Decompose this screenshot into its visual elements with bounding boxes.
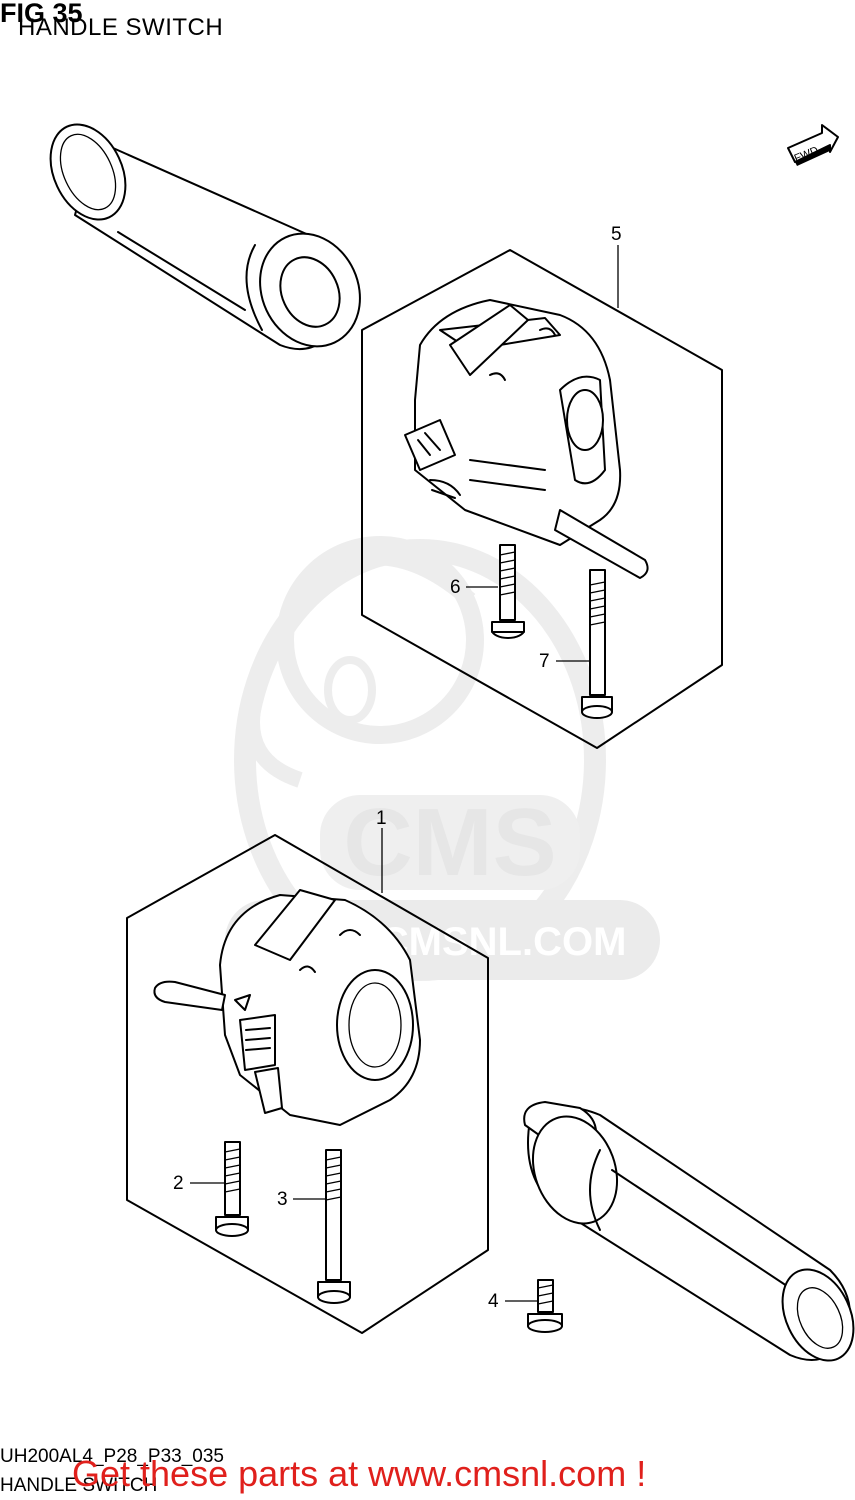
callout-5: 5 (611, 224, 622, 245)
leader-lines (190, 245, 619, 1302)
fwd-arrow-icon: FWD (787, 124, 839, 166)
callout-2: 2 (173, 1173, 184, 1194)
parts-link-banner[interactable]: Get these parts at www.cmsnl.com ! (72, 1453, 647, 1494)
right-grip (523, 1101, 855, 1362)
callout-6: 6 (450, 577, 461, 598)
left-switch-kit (126, 834, 489, 1334)
model-code: UH200AL4_P28_P33_035 (0, 1446, 224, 1467)
diagram-title: HANDLE SWITCH (18, 14, 224, 41)
footer-diagram-name: HANDLE SWITCH (0, 1475, 158, 1496)
fig-label: FIG 35 (0, 0, 83, 28)
callout-7: 7 (539, 651, 550, 672)
right-switch-kit (361, 249, 723, 749)
watermark-brand: CMS (343, 789, 556, 896)
left-grip (49, 123, 361, 350)
screw-4 (527, 1279, 563, 1333)
callout-3: 3 (277, 1189, 288, 1210)
callouts: 5 6 7 1 2 3 4 (173, 224, 622, 1312)
callout-1: 1 (376, 808, 387, 829)
callout-4: 4 (488, 1291, 499, 1312)
